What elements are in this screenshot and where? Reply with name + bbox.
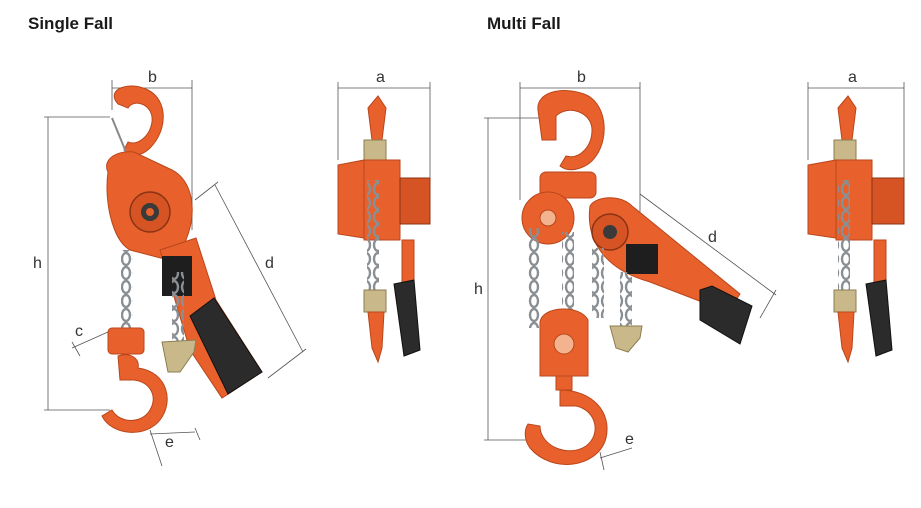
side-grip	[393, 279, 421, 357]
multi-fall-side-view: a	[807, 69, 905, 364]
dim-e-multi: e	[625, 431, 634, 448]
single-fall-side-view: a	[337, 69, 431, 364]
side-top-hook-icon	[367, 95, 387, 141]
multi-side-top-hook-icon	[837, 95, 857, 141]
multi-slack-chain	[620, 272, 632, 326]
bottom-hook-icon	[101, 354, 168, 433]
dim-a-multi: a	[848, 69, 857, 86]
single-fall-title: Single Fall	[28, 14, 114, 33]
multi-side-bottom-hook-icon	[837, 311, 855, 364]
multi-lever-grip	[699, 285, 753, 345]
side-chain	[367, 180, 379, 290]
multi-bottom-hook-icon	[524, 389, 608, 465]
multi-side-grip	[865, 279, 893, 357]
multi-fall-title: Multi Fall	[487, 14, 561, 33]
dim-b-single: b	[148, 69, 157, 86]
single-fall-front-view: b h d c e	[33, 69, 307, 467]
multi-top-hook-icon	[537, 90, 605, 171]
dim-c-single: c	[75, 323, 83, 340]
multi-chain-right	[592, 248, 604, 318]
dim-h-single: h	[33, 255, 42, 272]
dim-d-single: d	[265, 255, 274, 272]
dim-b-multi: b	[577, 69, 586, 86]
multi-chain-middle	[562, 232, 574, 326]
dim-d-multi: d	[708, 229, 717, 246]
slack-chain	[172, 272, 184, 348]
lever-grip	[189, 297, 263, 395]
single-front-dimension-lines	[44, 80, 307, 467]
load-chain	[121, 250, 133, 330]
multi-fall-front-view: b h d e	[474, 69, 777, 471]
multi-side-chain	[838, 180, 850, 290]
dim-h-multi: h	[474, 281, 483, 298]
side-bottom-hook-icon	[367, 311, 385, 364]
dim-a-single: a	[376, 69, 385, 86]
multi-chain-left	[528, 228, 540, 328]
top-hook-icon	[113, 85, 164, 156]
dim-e-single: e	[165, 434, 174, 451]
